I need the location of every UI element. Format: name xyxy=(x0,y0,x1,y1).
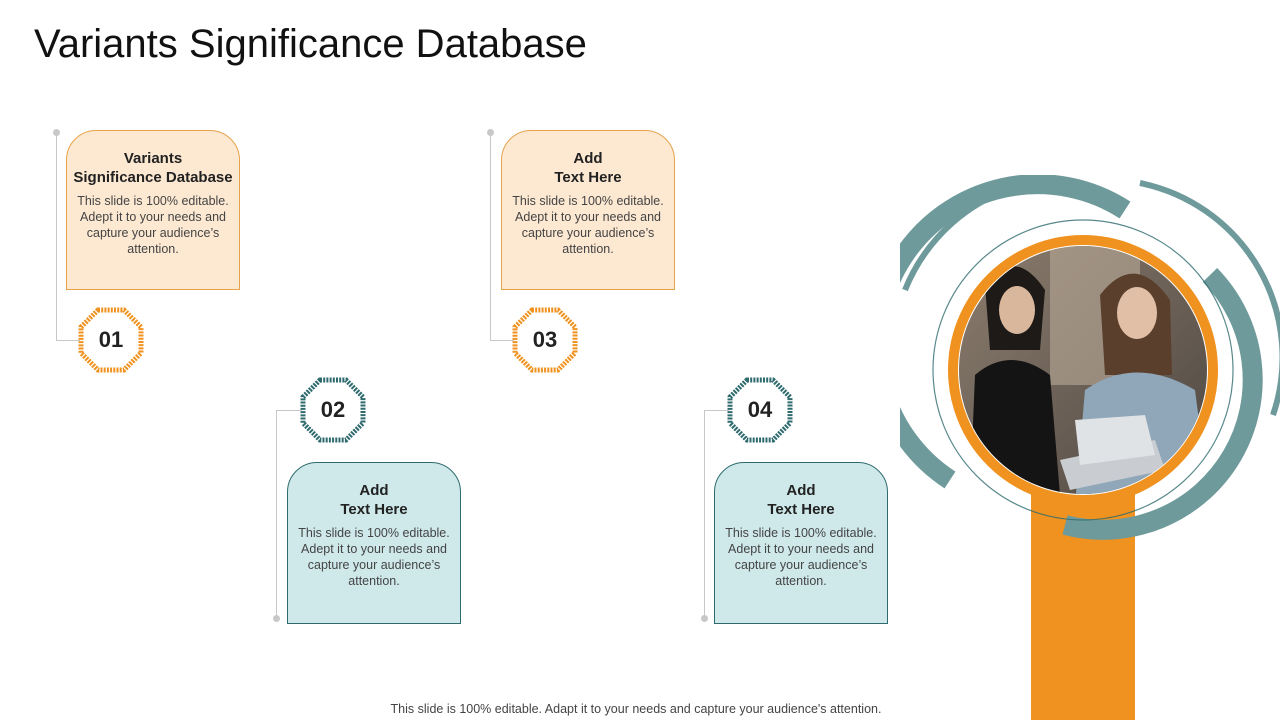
people-photo xyxy=(959,246,1207,494)
connector-line xyxy=(490,133,491,341)
step-number: 04 xyxy=(747,397,773,422)
connector-line xyxy=(704,410,729,411)
step-card-body: This slide is 100% editable. Adept it to… xyxy=(512,194,664,256)
step-number: 02 xyxy=(320,397,346,422)
connector-line xyxy=(56,133,57,341)
connector-line xyxy=(704,410,705,618)
octagon-icon xyxy=(727,377,793,443)
connector-dot xyxy=(273,615,280,622)
step-number: 01 xyxy=(98,327,124,352)
step-number-badge-03: 03 xyxy=(512,307,578,373)
step-card-04: Add Text Here This slide is 100% editabl… xyxy=(714,462,888,624)
connector-dot xyxy=(701,615,708,622)
step-card-heading: Add Text Here xyxy=(554,150,622,186)
octagon-icon xyxy=(512,307,578,373)
connector-line xyxy=(490,340,514,341)
step-card-body: This slide is 100% editable. Adept it to… xyxy=(298,526,450,588)
connector-line xyxy=(56,340,80,341)
connector-line xyxy=(276,410,302,411)
step-number-badge-04: 04 xyxy=(727,377,793,443)
footer-note: This slide is 100% editable. Adapt it to… xyxy=(390,702,882,716)
octagon-icon xyxy=(300,377,366,443)
page-title: Variants Significance Database xyxy=(34,22,587,66)
step-card-body: This slide is 100% editable. Adept it to… xyxy=(725,526,877,588)
step-card-body: This slide is 100% editable. Adept it to… xyxy=(77,194,229,256)
step-card-03: Add Text Here This slide is 100% editabl… xyxy=(501,130,675,290)
step-number-badge-01: 01 xyxy=(78,307,144,373)
connector-line xyxy=(276,410,277,618)
step-number: 03 xyxy=(532,327,558,352)
step-number-badge-02: 02 xyxy=(300,377,366,443)
step-card-02: Add Text Here This slide is 100% editabl… xyxy=(287,462,461,624)
ring-graphic xyxy=(866,174,1280,720)
photo-graphic xyxy=(866,174,1280,720)
octagon-icon xyxy=(78,307,144,373)
orange-stem xyxy=(1031,475,1135,720)
connector-dot xyxy=(53,129,60,136)
step-card-heading: Add Text Here xyxy=(767,482,835,518)
step-card-01: Variants Significance Database This slid… xyxy=(66,130,240,290)
step-card-heading: Add Text Here xyxy=(340,482,408,518)
connector-dot xyxy=(487,129,494,136)
step-card-heading: Variants Significance Database xyxy=(73,150,233,186)
